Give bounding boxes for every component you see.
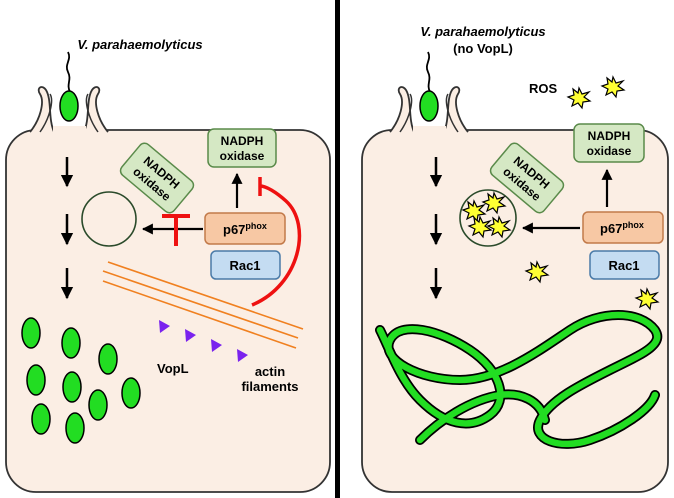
- left-rac1-box: Rac1: [210, 250, 281, 280]
- left-inhibition-bar: [162, 214, 190, 246]
- right-rac1-box: Rac1: [589, 250, 660, 280]
- svg-text:NADPH: NADPH: [221, 134, 264, 148]
- right-nadph-tilted: NADPH oxidase: [489, 142, 565, 214]
- svg-text:Rac1: Rac1: [229, 258, 260, 273]
- ros-burst-1: [567, 87, 591, 109]
- right-title: V. parahaemolyticus: [420, 24, 545, 39]
- svg-text:p67phox: p67phox: [600, 220, 644, 236]
- left-actin-filaments: [102, 261, 304, 349]
- ros-burst-2: [601, 76, 625, 98]
- left-actin-label-2: filaments: [241, 379, 298, 394]
- right-bacterium-entering: [419, 90, 439, 122]
- svg-text:oxidase: oxidase: [220, 149, 265, 163]
- left-vopl-label: VopL: [157, 361, 189, 376]
- panel-divider: [335, 0, 340, 498]
- right-subtitle: (no VopL): [453, 41, 513, 56]
- left-title: V. parahaemolyticus: [77, 37, 202, 52]
- left-vopl-markers: [159, 320, 248, 362]
- right-panel: V. parahaemolyticus (no VopL) ROS NADPH …: [361, 24, 669, 493]
- svg-text:p67phox: p67phox: [223, 221, 267, 237]
- left-panel: V. parahaemolyticus: [5, 37, 331, 493]
- left-phagosome: [81, 191, 137, 247]
- left-inhibition-curve: [251, 177, 302, 307]
- left-nadph-box: NADPH oxidase: [207, 128, 277, 168]
- right-nadph-box: NADPH oxidase: [573, 123, 645, 163]
- left-flagellum: [65, 51, 71, 93]
- left-p67phox-box: p67phox: [204, 212, 286, 245]
- left-actin-label-1: actin: [255, 364, 285, 379]
- left-bacterium-entering: [59, 90, 79, 122]
- right-flagellum: [425, 51, 431, 93]
- svg-text:oxidase: oxidase: [587, 144, 632, 158]
- right-ros-label: ROS: [529, 81, 558, 96]
- right-p67phox-box: p67phox: [582, 211, 664, 244]
- svg-text:Rac1: Rac1: [608, 258, 639, 273]
- right-filamentous-bacteria: [375, 310, 663, 449]
- svg-text:NADPH: NADPH: [588, 129, 631, 143]
- left-nadph-tilted: NADPH oxidase: [119, 142, 195, 214]
